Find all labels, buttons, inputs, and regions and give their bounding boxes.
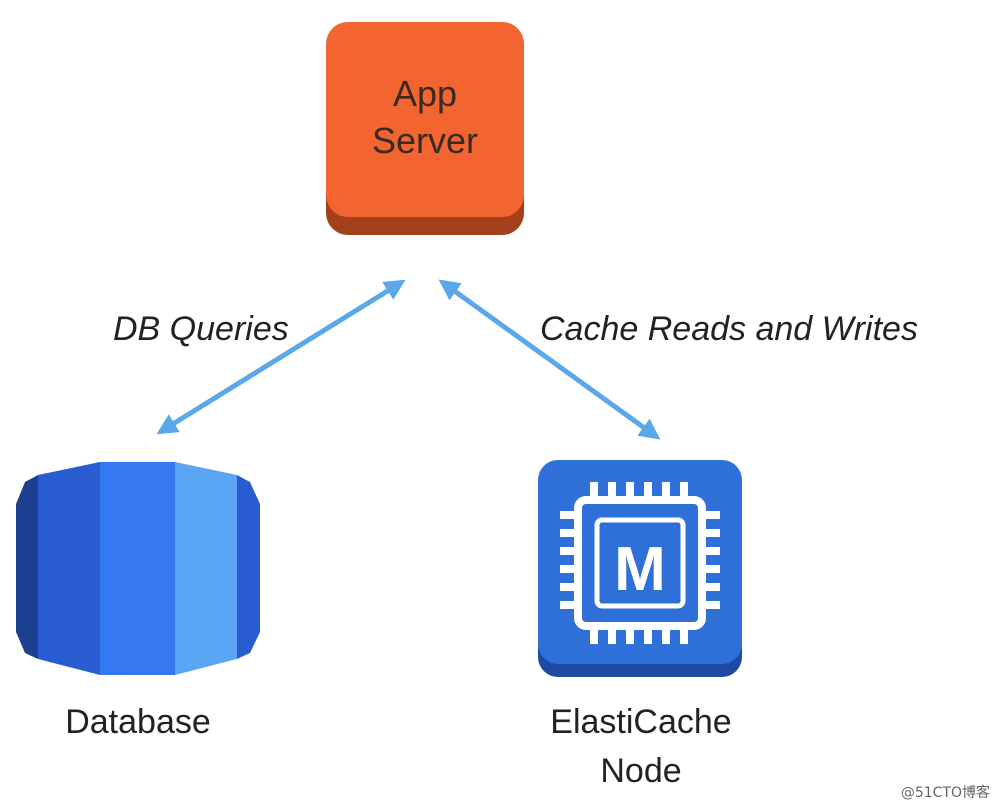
memory-chip-icon — [560, 482, 720, 644]
elasticache-node: M — [538, 460, 742, 677]
chip-pin — [626, 630, 634, 644]
chip-pin — [560, 547, 574, 555]
chip-pin — [560, 511, 574, 519]
app-server-node: App Server — [326, 22, 524, 235]
chip-pin — [590, 482, 598, 496]
cache-label-line1: ElastiCache — [550, 703, 731, 741]
db-queries-label: DB Queries — [113, 310, 289, 348]
chip-pin — [706, 565, 720, 573]
chip-pin — [560, 565, 574, 573]
cache-reads-writes-arrow — [438, 279, 661, 440]
chip-pin — [644, 482, 652, 496]
chip-pin — [644, 630, 652, 644]
chip-pin — [662, 630, 670, 644]
chip-pin — [608, 482, 616, 496]
chip-pin — [560, 529, 574, 537]
chip-letter: M — [614, 535, 666, 604]
chip-pin — [560, 583, 574, 591]
app-server-label-line2: Server — [372, 120, 478, 161]
watermark: @51CTO博客 — [901, 784, 990, 801]
chip-pin — [560, 601, 574, 609]
chip-pin — [662, 482, 670, 496]
chip-pin — [626, 482, 634, 496]
chip-pin — [680, 482, 688, 496]
chip-pin — [706, 601, 720, 609]
app-server-box — [326, 22, 524, 217]
cache-box — [538, 460, 742, 664]
chip-pin — [590, 630, 598, 644]
app-server-label-line1: App — [393, 73, 457, 114]
chip-pin — [680, 630, 688, 644]
cache-label-line2: Node — [600, 752, 681, 790]
chip-pin — [706, 583, 720, 591]
database-cylinder-icon — [16, 462, 260, 675]
chip-pin — [706, 547, 720, 555]
chip-pin — [706, 529, 720, 537]
db-queries-arrow — [156, 279, 406, 435]
chip-pin — [706, 511, 720, 519]
database-label: Database — [65, 703, 211, 741]
cache-reads-writes-label: Cache Reads and Writes — [540, 310, 918, 348]
chip-pin — [608, 630, 616, 644]
